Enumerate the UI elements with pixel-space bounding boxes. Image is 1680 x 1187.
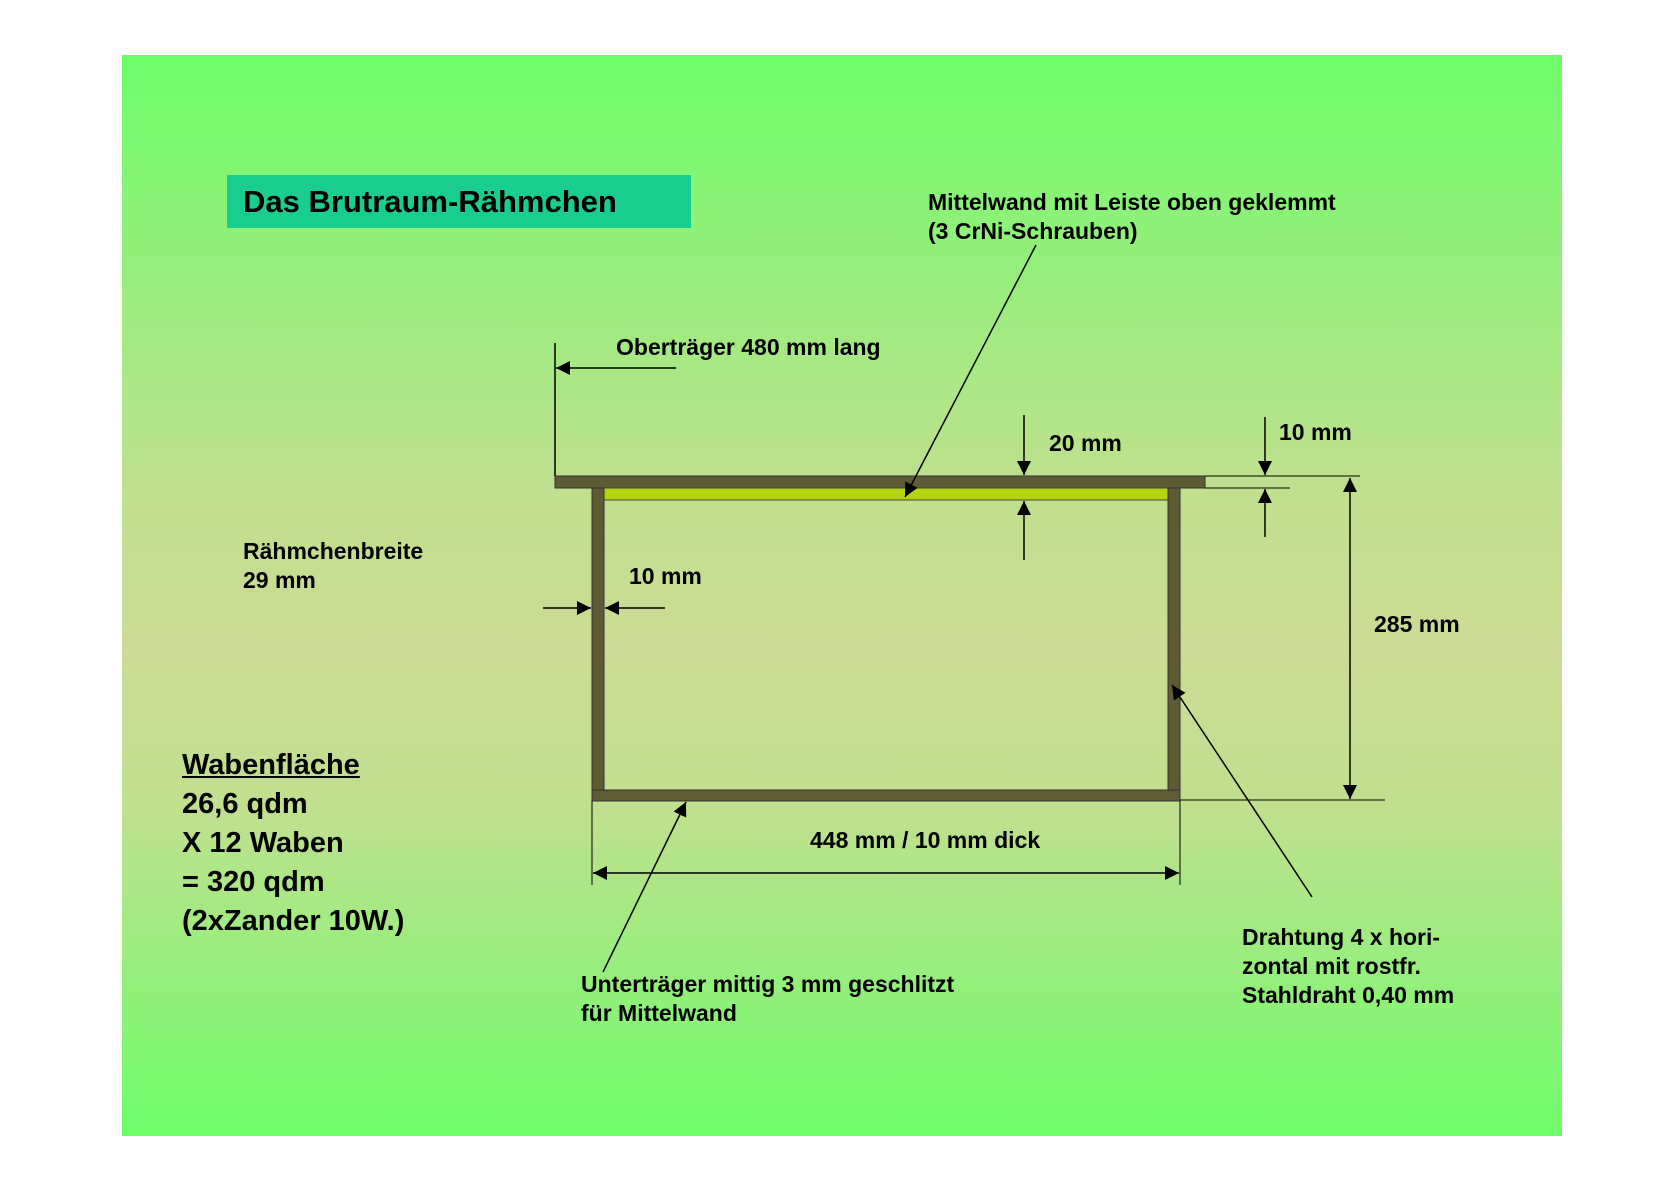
mittelwand-label-line1: Mittelwand mit Leiste oben geklemmt bbox=[928, 189, 1336, 215]
mittelwand-label: Mittelwand mit Leiste oben geklemmt (3 C… bbox=[928, 188, 1336, 246]
unterträger-label-line1: Unterträger mittig 3 mm geschlitzt bbox=[581, 971, 955, 997]
dim-448-label: 448 mm / 10 mm dick bbox=[810, 827, 1041, 853]
wabenflaeche-block: Wabenfläche 26,6 qdm X 12 Waben = 320 qd… bbox=[182, 746, 404, 941]
wabenflaeche-line1: 26,6 qdm bbox=[182, 788, 308, 820]
wabenflaeche-line4: (2xZander 10W.) bbox=[182, 905, 405, 937]
obertraeger-label: Oberträger 480 mm lang bbox=[616, 334, 881, 360]
wabenflaeche-line3: = 320 qdm bbox=[182, 866, 325, 898]
mittelwand-leader-line bbox=[904, 244, 1037, 498]
dim-20-label: 20 mm bbox=[1049, 430, 1122, 456]
unterträger-label: Unterträger mittig 3 mm geschlitzt für M… bbox=[581, 970, 954, 1028]
top-bar bbox=[554, 475, 1206, 489]
wabenflaeche-heading: Wabenfläche bbox=[182, 749, 360, 781]
drahtung-label: Drahtung 4 x hori- zontal mit rostfr. St… bbox=[1242, 923, 1454, 1010]
left-side-bar bbox=[591, 487, 605, 791]
wabenflaeche-line2: X 12 Waben bbox=[182, 827, 344, 859]
page-title: Das Brutraum-Rähmchen bbox=[243, 184, 617, 219]
right-side-bar bbox=[1167, 487, 1181, 791]
dim-10-top-label: 10 mm bbox=[1279, 419, 1352, 445]
title-box: Das Brutraum-Rähmchen bbox=[227, 175, 691, 228]
rahmenbreite-label: Rähmchenbreite 29 mm bbox=[243, 537, 423, 595]
drahtung-label-line2: zontal mit rostfr. bbox=[1242, 953, 1421, 979]
drahtung-label-line3: Stahldraht 0,40 mm bbox=[1242, 982, 1455, 1008]
rahmenbreite-label-line2: 29 mm bbox=[243, 567, 316, 593]
rahmenbreite-label-line1: Rähmchenbreite bbox=[243, 538, 424, 564]
drahtung-label-line1: Drahtung 4 x hori- bbox=[1242, 924, 1441, 950]
unterträger-label-line2: für Mittelwand bbox=[581, 1000, 737, 1026]
dim-10-side-label: 10 mm bbox=[629, 563, 702, 589]
unterträger-leader-line bbox=[602, 801, 687, 973]
bottom-bar bbox=[591, 789, 1181, 802]
drahtung-leader-line bbox=[1171, 684, 1313, 898]
mittelwand-label-line2: (3 CrNi-Schrauben) bbox=[928, 218, 1138, 244]
mittelwand-strip bbox=[602, 487, 1169, 501]
dim-285-label: 285 mm bbox=[1374, 611, 1460, 637]
slide-background bbox=[122, 55, 1562, 1136]
